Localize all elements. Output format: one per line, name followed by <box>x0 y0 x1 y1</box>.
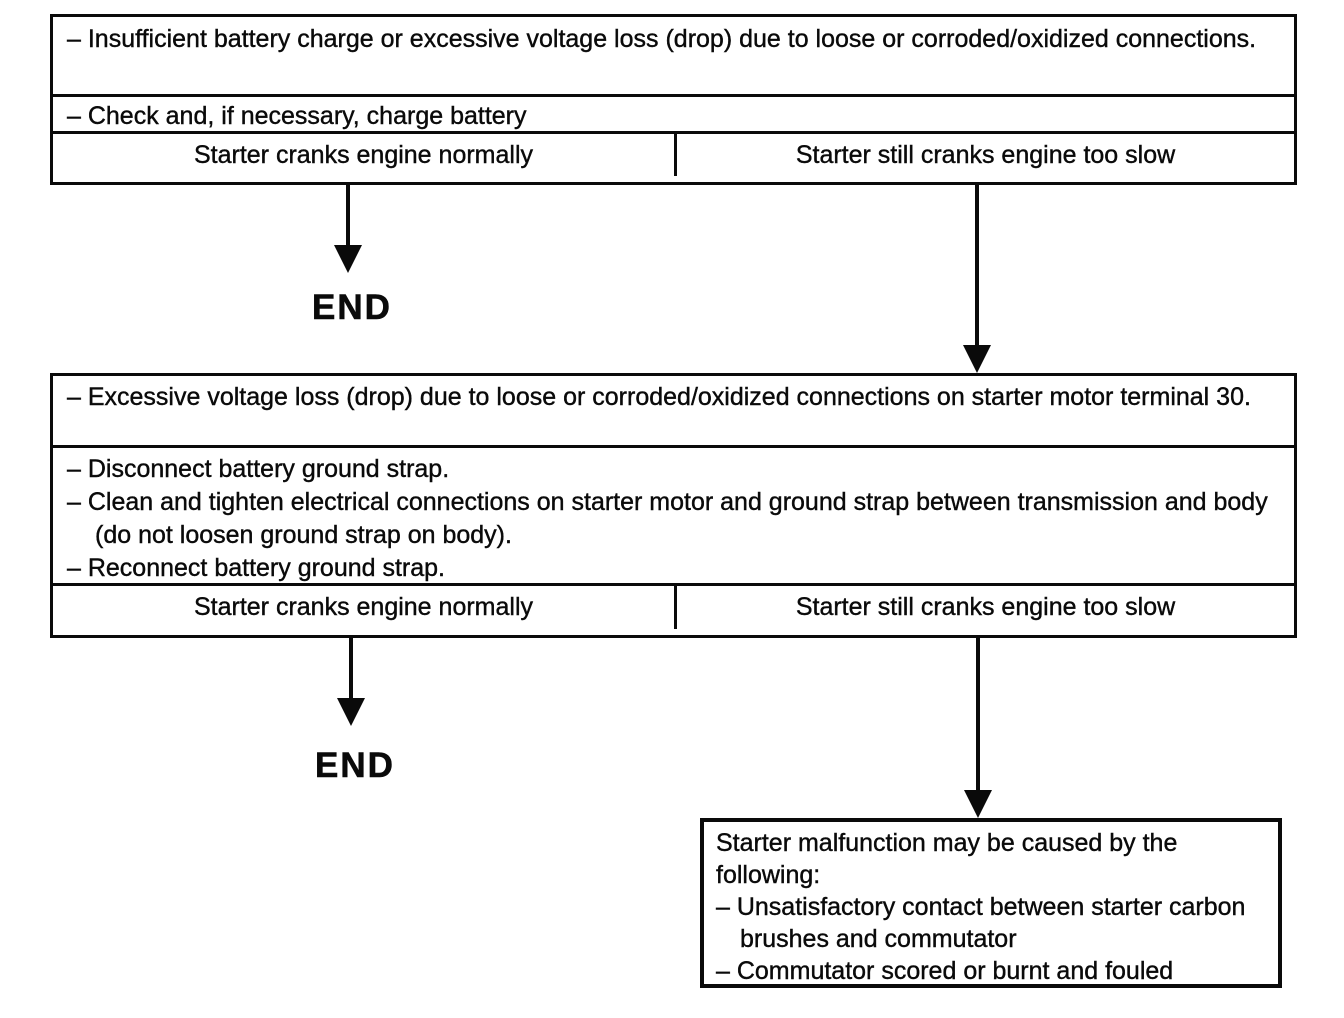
arrow-down-icon <box>963 345 991 373</box>
step2-outcome-normal: Starter cranks engine normally <box>53 586 677 629</box>
step2-action-3: – Reconnect battery ground strap. <box>67 554 446 582</box>
step2-outcome-row: Starter cranks engine normally Starter s… <box>53 586 1294 629</box>
arrow-step1-to-step2-line <box>975 185 979 346</box>
step1-outcome-slow: Starter still cranks engine too slow <box>795 141 1176 169</box>
arrow-down-icon <box>334 245 362 273</box>
step1-action-row: – Check and, if necessary, charge batter… <box>53 97 1294 134</box>
arrow-down-icon <box>964 790 992 818</box>
result-cause-2: – Commutator scored or burnt and fouled <box>716 957 1174 985</box>
step2-outcome-slow: Starter still cranks engine too slow <box>795 593 1176 621</box>
step2-condition-text: – Excessive voltage loss (drop) due to l… <box>67 383 1251 411</box>
end-label-1: END <box>312 288 392 328</box>
step1-condition-text: – Insufficient battery charge or excessi… <box>67 25 1257 53</box>
result-intro: Starter malfunction may be caused by the… <box>716 829 1178 889</box>
step1-outcome-row: Starter cranks engine normally Starter s… <box>53 134 1294 176</box>
result-cause-1: – Unsatisfactory contact between starter… <box>716 893 1246 953</box>
arrow-down-icon <box>337 698 365 726</box>
step2-action-row: – Disconnect battery ground strap. – Cle… <box>53 448 1294 586</box>
step1-action-text: – Check and, if necessary, charge batter… <box>67 102 527 130</box>
step1-condition-row: – Insufficient battery charge or excessi… <box>53 17 1294 97</box>
arrow-step1-to-end-line <box>346 185 350 247</box>
step2-box: – Excessive voltage loss (drop) due to l… <box>50 373 1297 638</box>
arrow-step2-to-result-line <box>976 638 980 792</box>
result-box: Starter malfunction may be caused by the… <box>700 818 1282 988</box>
step2-action-2: – Clean and tighten electrical connectio… <box>67 488 1268 549</box>
step2-action-1: – Disconnect battery ground strap. <box>67 455 450 483</box>
step1-box: – Insufficient battery charge or excessi… <box>50 14 1297 185</box>
step1-outcome-normal: Starter cranks engine normally <box>53 134 677 176</box>
step2-condition-row: – Excessive voltage loss (drop) due to l… <box>53 376 1294 448</box>
end-label-2: END <box>315 746 395 786</box>
arrow-step2-to-end-line <box>349 638 353 700</box>
